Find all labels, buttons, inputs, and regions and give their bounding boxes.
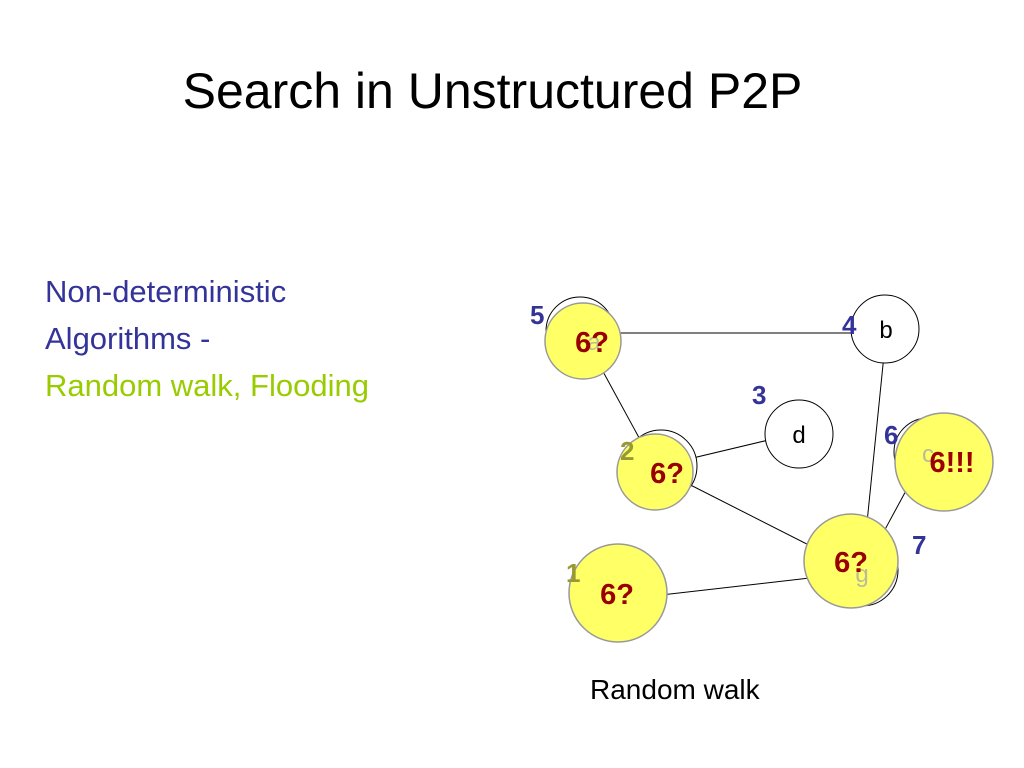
node-d-label: d [792, 422, 805, 449]
text-line-3: Random walk, Flooding [45, 368, 369, 403]
node-a-label: a [587, 329, 601, 356]
bubble-a: 6? [575, 327, 609, 359]
step-a: 5 [530, 300, 544, 330]
bubble-f: 6? [600, 579, 634, 611]
node-b [850, 294, 920, 364]
highlight-g [803, 513, 899, 609]
highlight-f [568, 543, 668, 643]
step-b: 4 [842, 310, 857, 340]
text-line-1: Non-deterministic [45, 274, 287, 309]
highlight-e [616, 433, 694, 511]
node-c-label: c [922, 441, 934, 468]
bubble-e: 6? [650, 458, 684, 490]
text-line-2: Algorithms - [45, 321, 211, 356]
step-f: 1 [566, 558, 580, 588]
text-block: Non-deterministic Algorithms - Random wa… [45, 268, 369, 409]
highlight-c [894, 412, 994, 512]
highlight-a [544, 302, 622, 380]
node-d [764, 399, 834, 469]
slide-title: Search in Unstructured P2P [182, 63, 803, 119]
step-d: 3 [752, 380, 766, 410]
step-e: 2 [620, 436, 634, 466]
diagram-caption: Random walk [590, 674, 760, 705]
node-b-label: b [879, 317, 892, 344]
bubble-g: 6? [834, 547, 868, 579]
step-g: 7 [912, 530, 926, 560]
bubble-c: 6!!! [929, 447, 974, 479]
node-g-label: g [855, 561, 868, 588]
step-c: 6 [884, 420, 898, 450]
